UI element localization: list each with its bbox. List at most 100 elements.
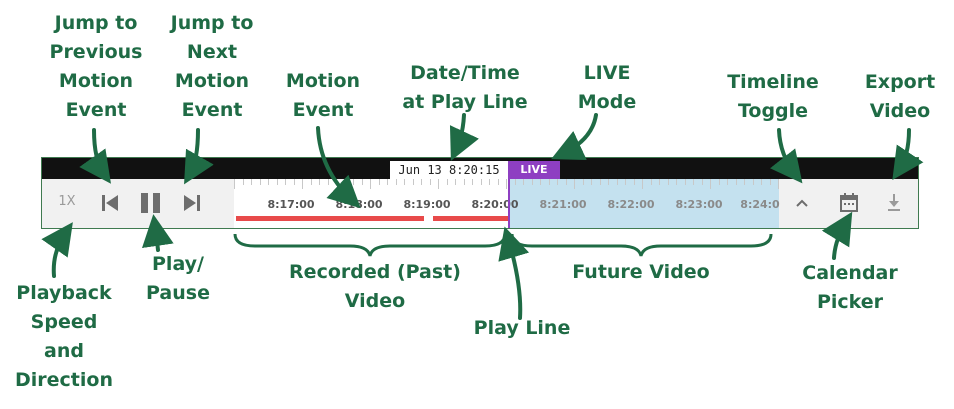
tick-mark — [701, 179, 703, 185]
tick-mark — [438, 179, 439, 189]
label-play-line: Play Line — [473, 317, 571, 339]
label-motion-event: Motion Event — [285, 70, 361, 121]
tick-mark — [523, 179, 524, 185]
tick-mark — [361, 179, 363, 185]
tick-mark — [778, 179, 779, 189]
tick-mark — [540, 179, 541, 185]
timeline[interactable]: 8:17:00 8:18:00 8:19:00 8:20:00 8:21:00 … — [234, 175, 780, 228]
tick-mark — [344, 179, 346, 185]
tick-mark — [710, 179, 711, 189]
tick-mark — [370, 179, 371, 189]
tick-mark — [761, 179, 762, 185]
label-future-video: Future Video — [572, 261, 710, 283]
tick-mark — [684, 179, 686, 185]
tick-mark — [327, 179, 329, 185]
tick-mark — [421, 179, 422, 185]
label-datetime-playline: Date/Time at Play Line — [402, 62, 528, 113]
tick-mark — [548, 179, 550, 185]
tick-mark — [565, 179, 567, 185]
skip-previous-icon[interactable] — [100, 194, 120, 212]
tick-mark — [319, 179, 320, 185]
tick-mark — [582, 179, 584, 185]
playline-datetime: Jun 13 8:20:15 — [390, 161, 508, 179]
label-recorded-video: Recorded (Past) Video — [289, 261, 461, 312]
tick-mark — [625, 179, 626, 185]
label-play-pause: Play/ Pause — [146, 253, 210, 304]
motion-event-bar[interactable] — [236, 216, 424, 221]
label-calendar-picker: Calendar Picker — [802, 262, 898, 313]
tick-mark — [718, 179, 720, 185]
skip-next-icon[interactable] — [182, 194, 202, 212]
tick-mark — [242, 179, 244, 185]
tick-mark — [616, 179, 618, 185]
tick-mark — [744, 179, 745, 185]
tick-mark — [412, 179, 414, 185]
tick-mark — [395, 179, 397, 185]
motion-event-bar[interactable] — [433, 216, 508, 221]
label-export-video: Export Video — [864, 71, 936, 122]
label-next-event: Jump to Next Motion Event — [170, 12, 254, 121]
tick-mark — [387, 179, 388, 185]
tick-mark — [293, 179, 295, 185]
future-segment — [509, 179, 779, 228]
tick-mark — [557, 179, 558, 185]
label-prev-event: Jump to Previous Motion Event — [49, 12, 143, 121]
tick-mark — [480, 179, 482, 185]
tick-mark — [608, 179, 609, 185]
label-playback-speed: Playback Speed and Direction — [15, 282, 113, 391]
pause-icon[interactable] — [140, 192, 162, 214]
time-label: 8:18:00 — [335, 198, 383, 211]
tick-mark — [514, 179, 516, 185]
tick-mark — [336, 179, 337, 185]
tick-mark — [489, 179, 490, 185]
tick-mark — [310, 179, 312, 185]
label-live-mode: LIVE Mode — [577, 62, 637, 113]
tick-mark — [463, 179, 465, 185]
tick-mark — [659, 179, 660, 185]
tick-mark — [769, 179, 771, 185]
time-label: 8:19:00 — [403, 198, 451, 211]
tick-mark — [404, 179, 405, 185]
video-player-bar: Jun 13 8:20:15 LIVE 1X 8:17:00 8:18:00 8… — [41, 157, 919, 229]
tick-mark — [276, 179, 278, 185]
time-label: 8:24:0 — [740, 198, 780, 211]
tick-mark — [667, 179, 669, 185]
playback-speed-button[interactable]: 1X — [58, 194, 76, 209]
tick-mark — [531, 179, 533, 185]
tick-mark — [268, 179, 269, 185]
tick-mark — [735, 179, 737, 185]
tick-mark — [650, 179, 652, 185]
tick-mark — [429, 179, 431, 185]
tick-mark — [574, 179, 575, 189]
tick-mark — [642, 179, 643, 189]
tick-mark — [455, 179, 456, 185]
tick-mark — [633, 179, 635, 185]
time-label: 8:20:00 — [471, 198, 519, 211]
tick-mark — [727, 179, 728, 185]
tick-mark — [472, 179, 473, 185]
tick-mark — [497, 179, 499, 185]
tick-mark — [251, 179, 252, 185]
calendar-icon[interactable] — [839, 193, 859, 213]
play-line[interactable] — [508, 175, 510, 228]
tick-mark — [446, 179, 448, 185]
time-label: 8:21:00 — [539, 198, 587, 211]
download-icon[interactable] — [886, 193, 902, 213]
tick-mark — [676, 179, 677, 185]
time-label: 8:23:00 — [675, 198, 723, 211]
tick-mark — [506, 179, 507, 189]
tick-mark — [353, 179, 354, 185]
tick-mark — [302, 179, 303, 189]
tick-mark — [378, 179, 380, 185]
label-timeline-toggle: Timeline Toggle — [727, 71, 819, 122]
tick-mark — [599, 179, 601, 185]
tick-mark — [285, 179, 286, 185]
chevron-up-icon[interactable] — [795, 198, 809, 208]
tick-mark — [259, 179, 261, 185]
time-label: 8:17:00 — [267, 198, 315, 211]
time-label: 8:22:00 — [607, 198, 655, 211]
live-button[interactable]: LIVE — [508, 161, 560, 179]
tick-mark — [234, 179, 235, 189]
tick-mark — [752, 179, 754, 185]
tick-mark — [591, 179, 592, 185]
